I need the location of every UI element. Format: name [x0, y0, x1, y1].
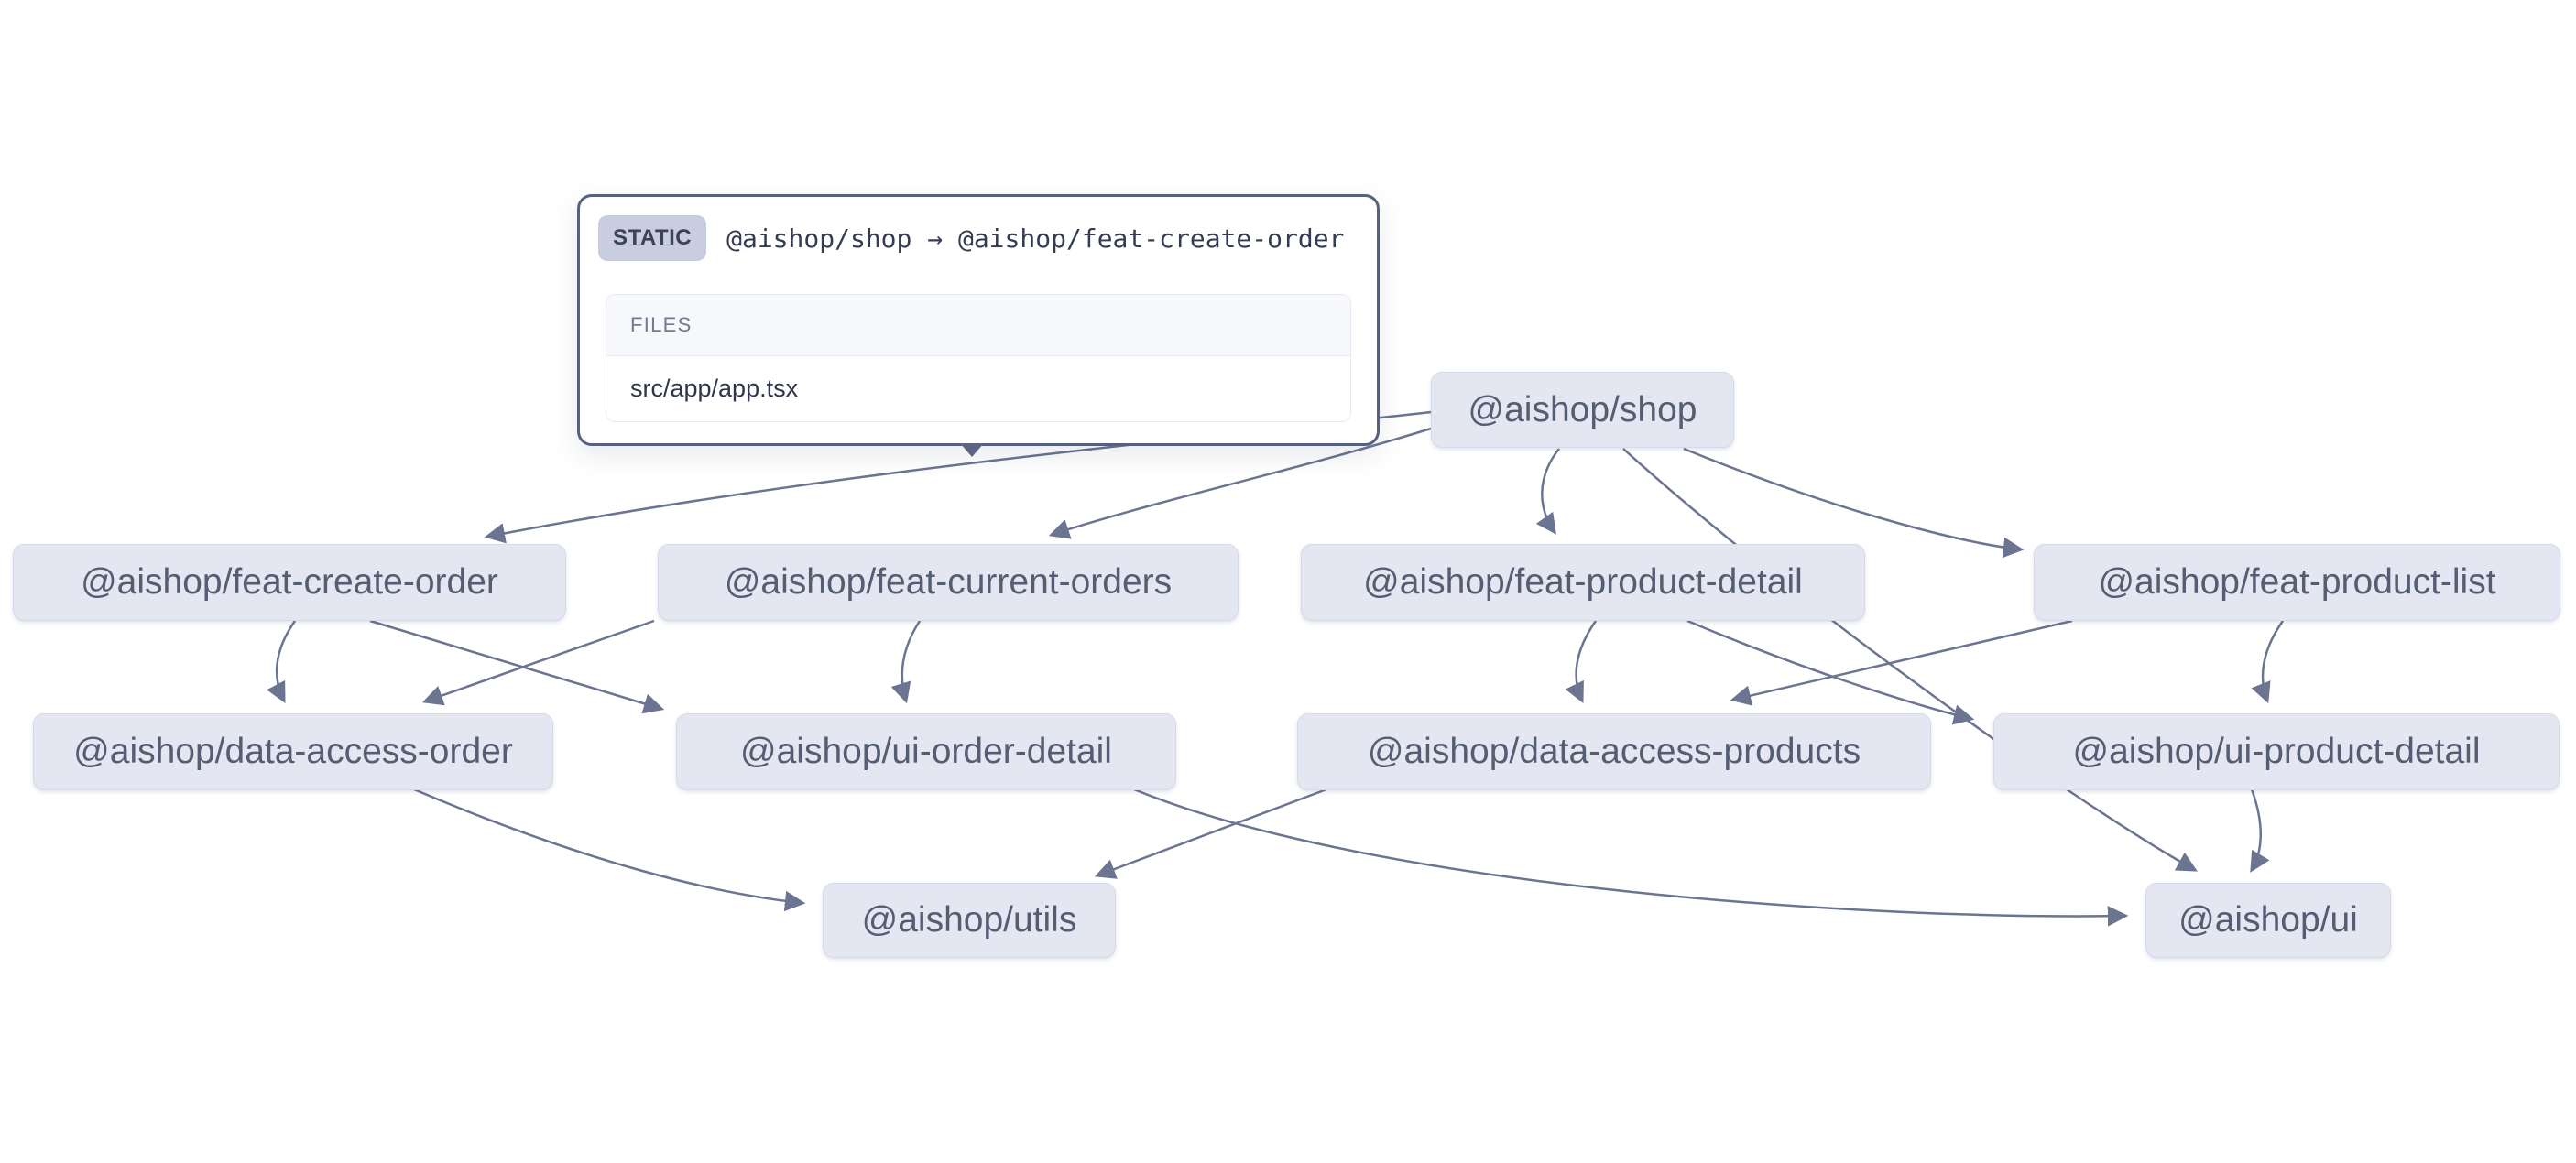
node-aishop-ui[interactable]: @aishop/ui — [2145, 883, 2391, 958]
files-panel: FILES src/app/app.tsx — [606, 294, 1351, 422]
edge-tooltip-header: STATIC @aishop/shop → @aishop/feat-creat… — [598, 215, 1359, 261]
files-panel-header: FILES — [606, 295, 1350, 356]
edge-ui-order-detail-to-ui[interactable] — [1133, 788, 2129, 927]
edge-feat-product-detail-to-ui-product-detail[interactable] — [1686, 619, 1975, 725]
node-aishop-shop[interactable]: @aishop/shop — [1431, 372, 1734, 448]
node-aishop-feat-current-orders[interactable]: @aishop/feat-current-orders — [658, 544, 1239, 621]
edge-type-badge: STATIC — [598, 215, 707, 261]
edge-label: @aishop/shop → @aishop/feat-create-order — [726, 223, 1345, 254]
edge-feat-current-orders-to-ui-order-detail[interactable] — [890, 620, 922, 704]
node-aishop-feat-create-order[interactable]: @aishop/feat-create-order — [13, 544, 566, 621]
node-aishop-feat-product-detail[interactable]: @aishop/feat-product-detail — [1301, 544, 1865, 621]
edge-feat-current-orders-to-data-access-order[interactable] — [421, 619, 655, 706]
edge-data-access-order-to-utils[interactable] — [413, 788, 806, 912]
edge-feat-create-order-to-data-access-order[interactable] — [267, 620, 297, 703]
node-aishop-data-access-products[interactable]: @aishop/data-access-products — [1297, 713, 1931, 790]
edge-feat-product-list-to-ui-product-detail[interactable] — [2251, 620, 2285, 704]
file-list-item: src/app/app.tsx — [606, 356, 1350, 421]
edge-shop-to-feat-product-detail[interactable] — [1535, 448, 1560, 535]
node-aishop-ui-order-detail[interactable]: @aishop/ui-order-detail — [676, 713, 1176, 790]
edge-shop-to-ui[interactable] — [1622, 448, 2198, 872]
edge-feat-product-detail-to-data-access-products[interactable] — [1565, 620, 1598, 704]
node-aishop-data-access-order[interactable]: @aishop/data-access-order — [33, 713, 553, 790]
node-aishop-utils[interactable]: @aishop/utils — [823, 883, 1116, 958]
edge-feat-create-order-to-ui-order-detail[interactable] — [369, 619, 665, 714]
node-aishop-ui-product-detail[interactable]: @aishop/ui-product-detail — [1993, 713, 2560, 790]
edge-tooltip: STATIC @aishop/shop → @aishop/feat-creat… — [577, 194, 1380, 457]
edge-shop-to-feat-current-orders[interactable] — [1048, 427, 1432, 539]
edge-ui-product-detail-to-ui[interactable] — [2250, 788, 2270, 873]
edge-shop-to-feat-product-list[interactable] — [1683, 447, 2025, 559]
node-aishop-feat-product-list[interactable]: @aishop/feat-product-list — [2034, 544, 2560, 621]
edge-data-access-products-to-utils[interactable] — [1094, 788, 1327, 879]
tooltip-caret-icon — [960, 443, 984, 457]
edge-feat-product-list-to-data-access-products[interactable] — [1730, 619, 2073, 706]
